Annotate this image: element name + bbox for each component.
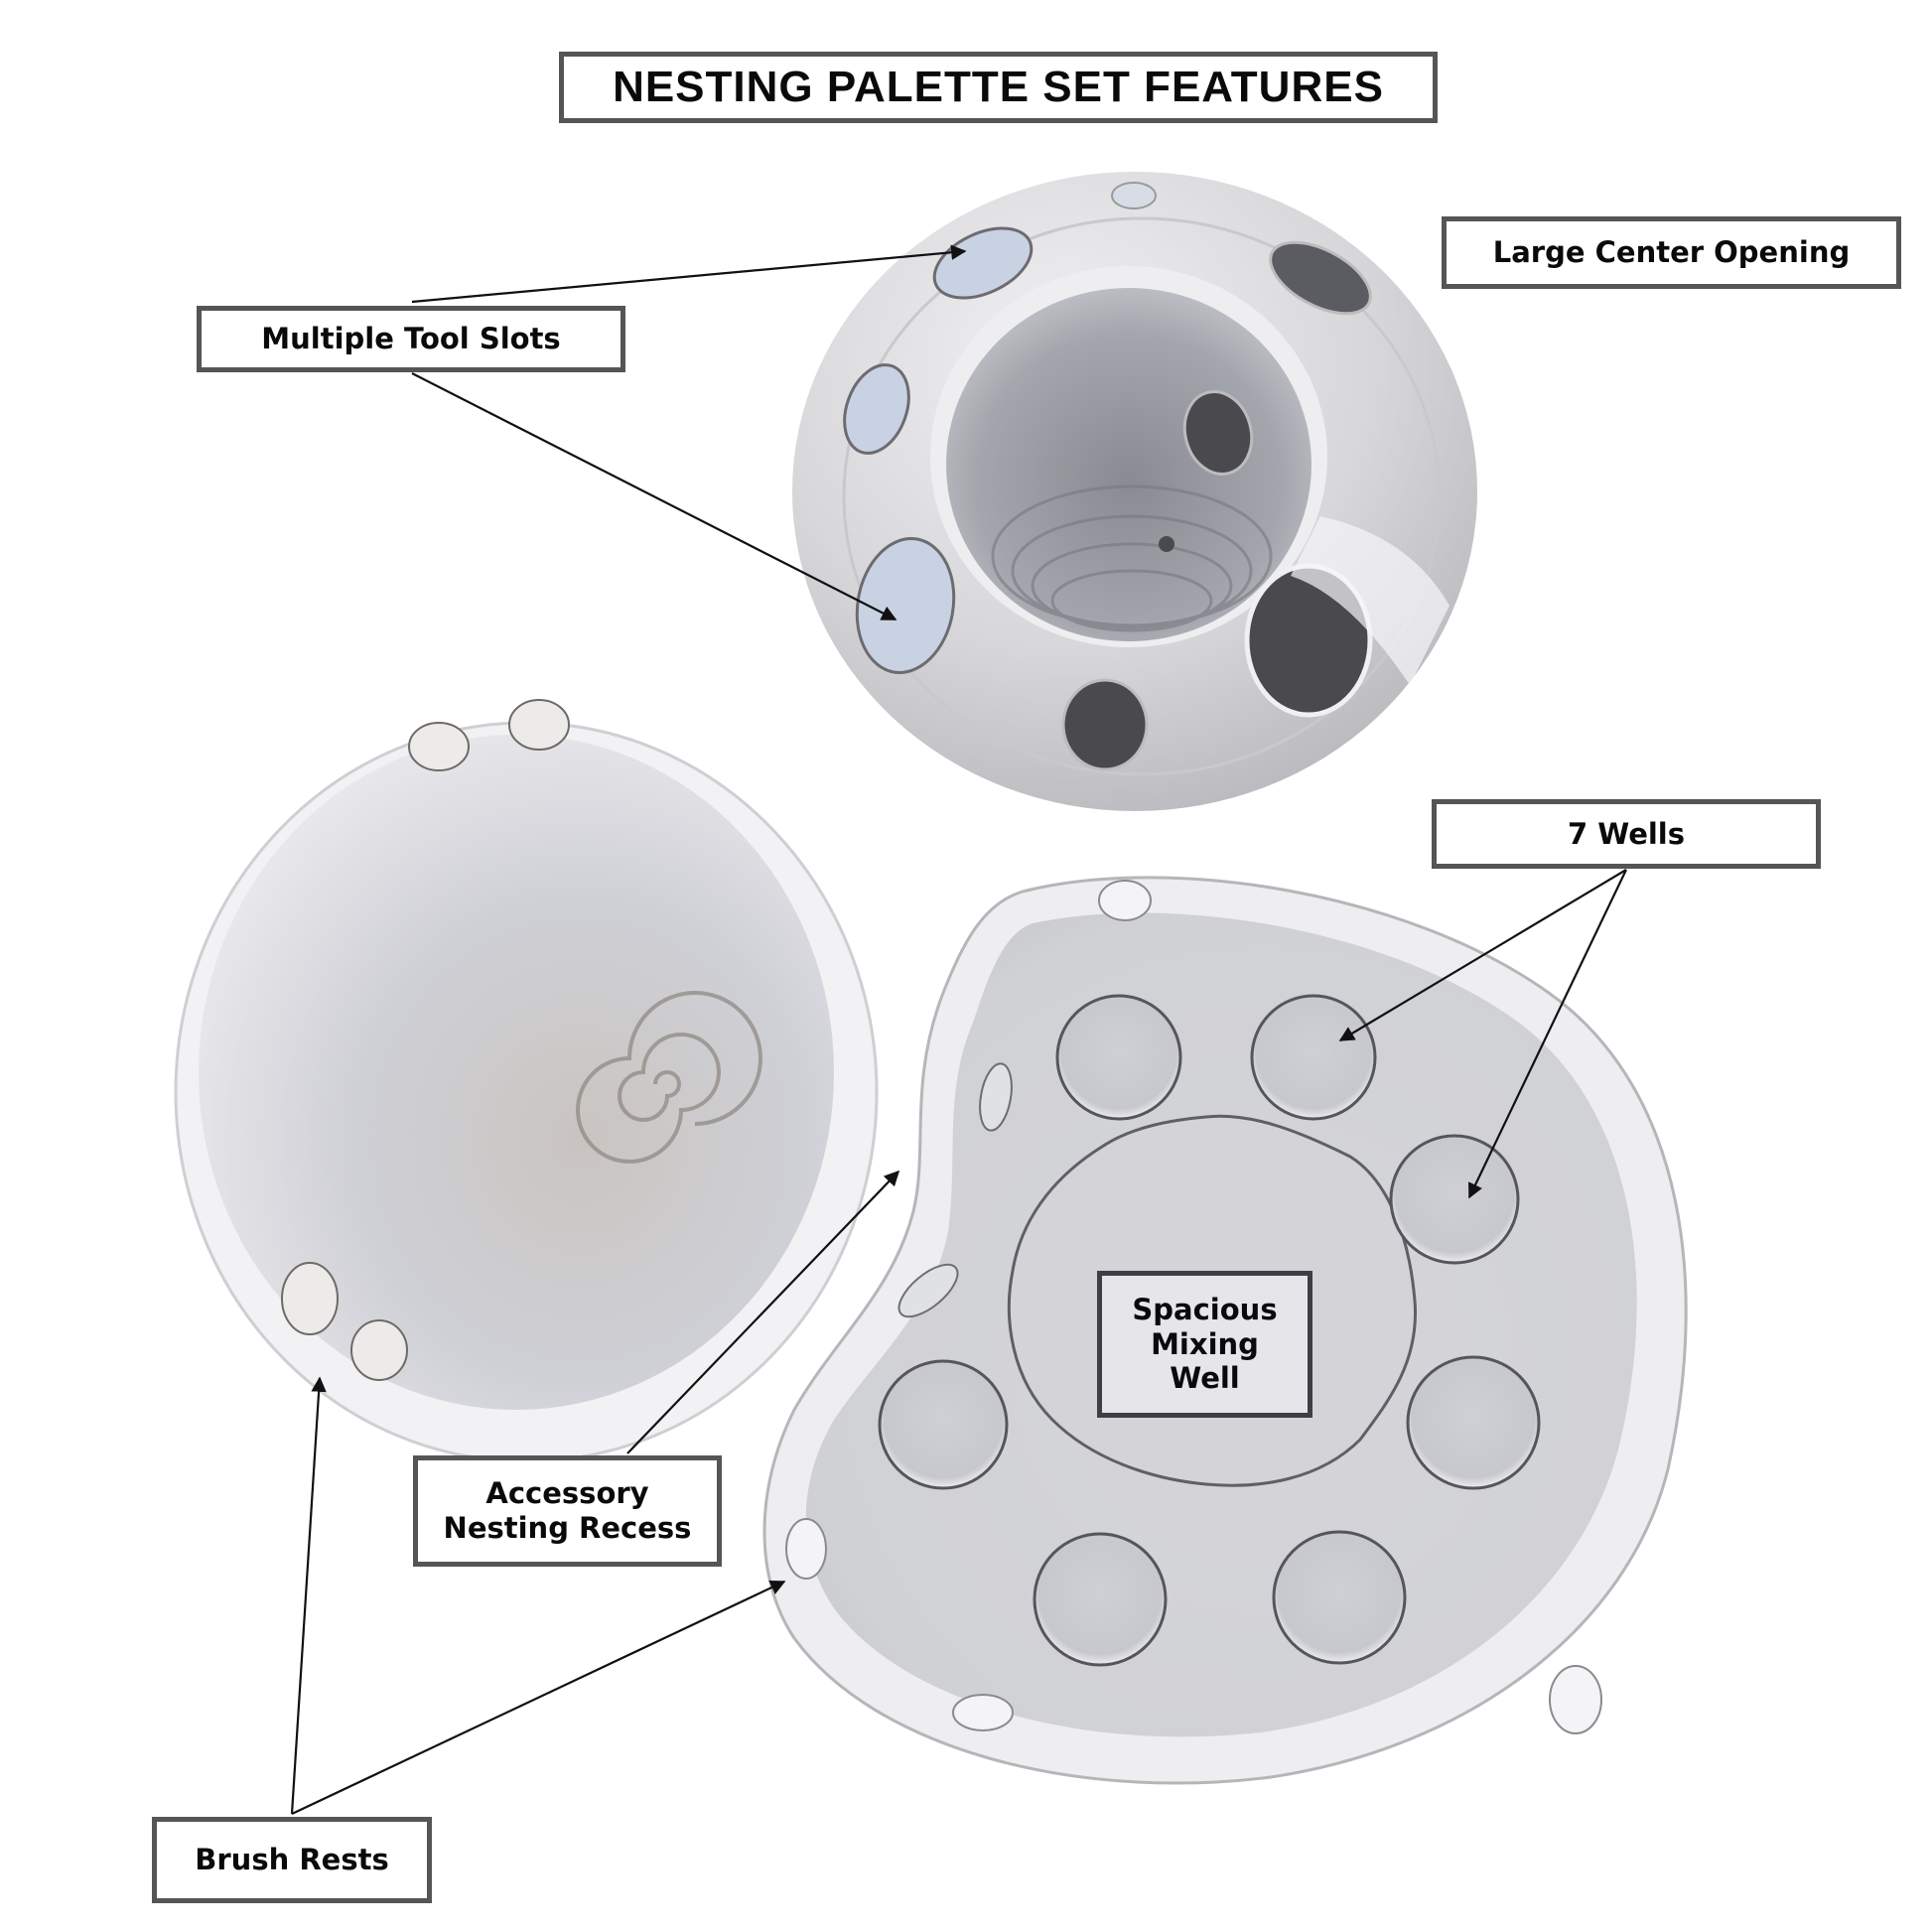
callout-center-opening: Large Center Opening (1442, 216, 1901, 289)
page-title: NESTING PALETTE SET FEATURES (559, 52, 1438, 123)
bowl-spiral (576, 991, 762, 1164)
callout-brush-rests-text: Brush Rests (195, 1843, 389, 1877)
callout-tool-slots-text: Multiple Tool Slots (261, 322, 561, 356)
callout-wells: 7 Wells (1432, 799, 1821, 869)
leader-tool-slots-upper (411, 244, 967, 304)
leader-lines (290, 244, 1627, 1815)
brush-rests-palette (785, 880, 1602, 1734)
title-text: NESTING PALETTE SET FEATURES (613, 62, 1384, 111)
callout-tool-slots: Multiple Tool Slots (197, 306, 625, 372)
callout-wells-text: 7 Wells (1567, 816, 1686, 851)
brush-rests-bowl (281, 699, 570, 1381)
leader-nesting-recess (626, 1170, 900, 1454)
callout-center-opening-text: Large Center Opening (1492, 235, 1851, 270)
leader-tool-slots-lower (411, 372, 897, 621)
water-bowl (174, 699, 879, 1463)
leaf-impressions (897, 1062, 1013, 1318)
leader-brush-rests-bowl (290, 1376, 327, 1815)
leader-wells-a (1338, 869, 1627, 1041)
callout-mixing-well-line-2: Mixing (1151, 1326, 1259, 1361)
callout-brush-rests: Brush Rests (152, 1817, 432, 1903)
callout-mixing-well: Spacious Mixing Well (1097, 1271, 1312, 1418)
tool-holder (792, 172, 1477, 811)
callout-mixing-well-line-3: Well (1170, 1361, 1240, 1396)
callout-nesting-recess: Accessory Nesting Recess (413, 1455, 722, 1567)
leader-brush-rests-palette (291, 1580, 786, 1815)
tool-slots (843, 182, 1373, 771)
callout-nesting-recess-line-2: Nesting Recess (443, 1511, 692, 1545)
small-wells (878, 994, 1541, 1667)
callout-mixing-well-line-1: Spacious (1132, 1292, 1278, 1326)
leader-wells-b (1468, 869, 1627, 1199)
callout-nesting-recess-line-1: Accessory (485, 1476, 649, 1511)
